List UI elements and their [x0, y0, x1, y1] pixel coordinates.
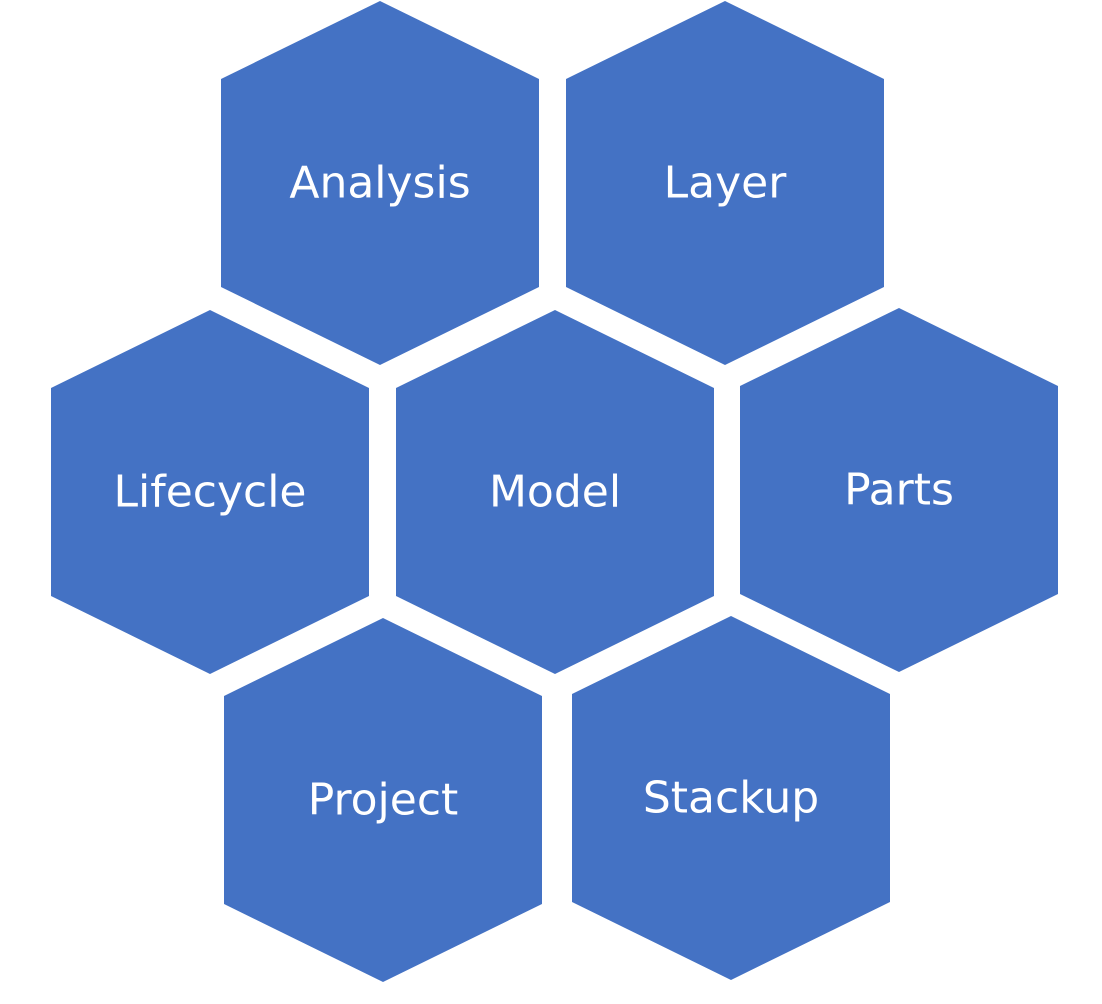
hexagon-project-label: Project [308, 775, 459, 826]
hexagon-stackup-shape [572, 616, 890, 980]
hexagon-parts-shape [740, 308, 1058, 672]
hexagon-analysis: Analysis [221, 1, 539, 365]
hexagon-parts-label: Parts [844, 465, 954, 516]
hexagon-layer-label: Layer [664, 158, 788, 209]
hexagon-analysis-shape [221, 1, 539, 365]
hexagon-layer-shape [566, 1, 884, 365]
hexagon-project: Project [224, 618, 542, 982]
hexagon-stackup: Stackup [572, 616, 890, 980]
hexagon-analysis-label: Analysis [289, 158, 470, 209]
hexagon-layer: Layer [566, 1, 884, 365]
hexagon-stackup-label: Stackup [643, 773, 819, 824]
hexagon-model: Model [396, 310, 714, 674]
hexagon-model-label: Model [489, 467, 621, 518]
hexagon-model-shape [396, 310, 714, 674]
hexagon-project-shape [224, 618, 542, 982]
hexagon-lifecycle-shape [51, 310, 369, 674]
hexagon-parts: Parts [740, 308, 1058, 672]
hexagon-lifecycle: Lifecycle [51, 310, 369, 674]
hexagon-lifecycle-label: Lifecycle [113, 467, 306, 518]
